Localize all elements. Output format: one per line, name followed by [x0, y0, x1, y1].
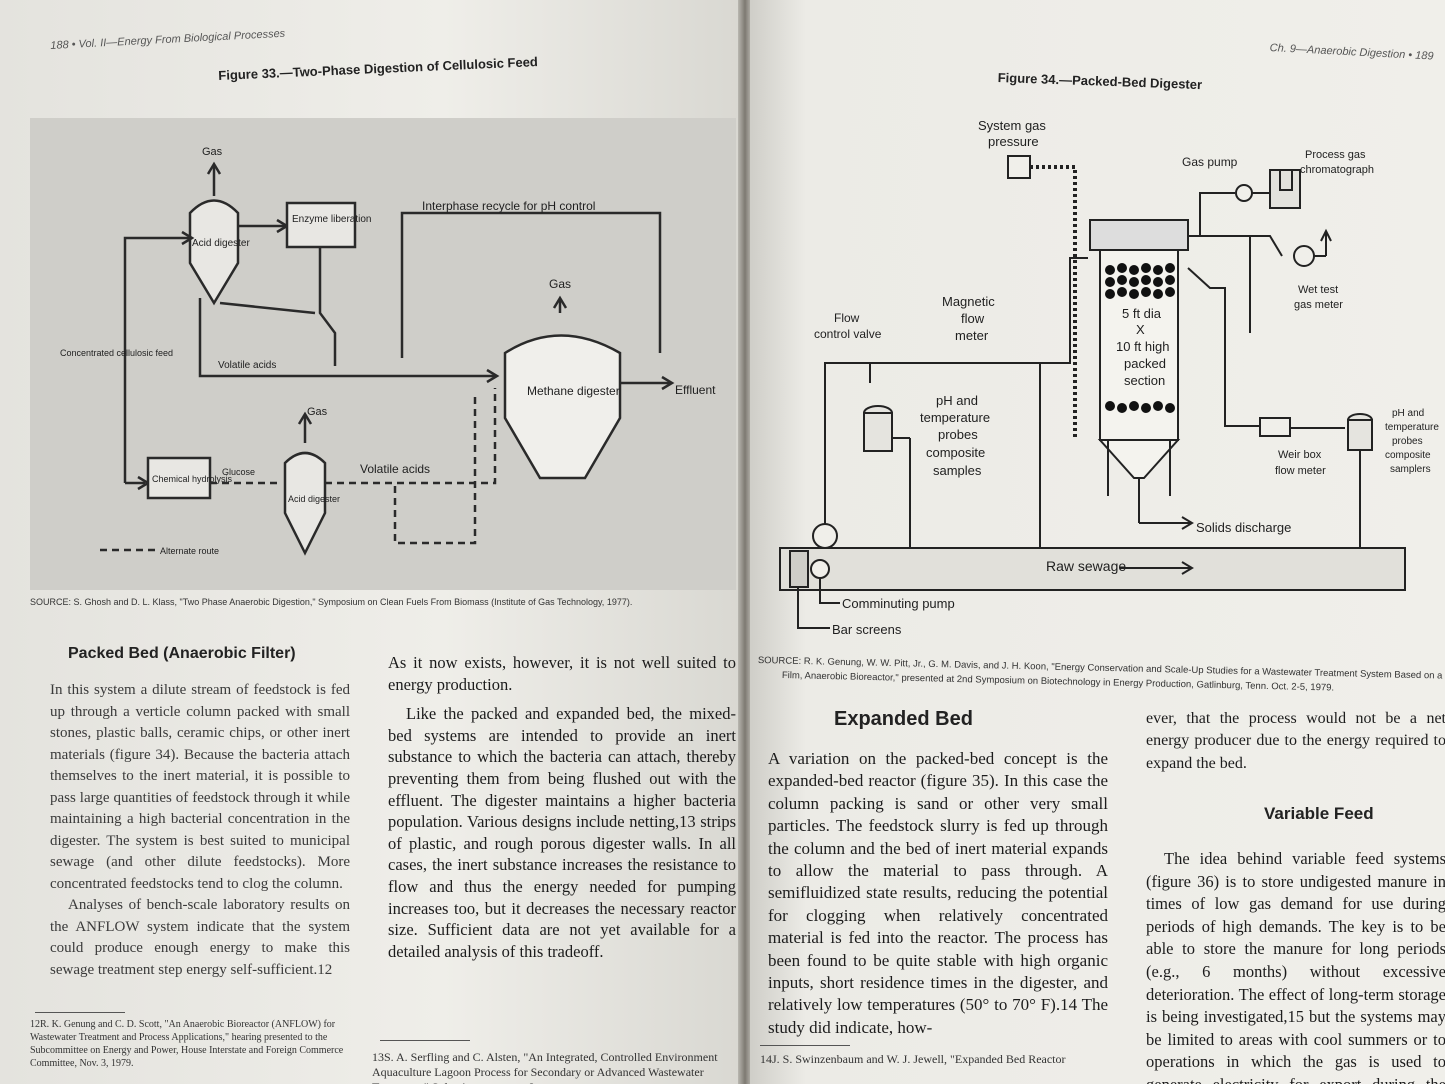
right-page: Ch. 9—Anaerobic Digestion • 189 Figure 3…: [750, 0, 1445, 1084]
diagram-label: Methane digester: [527, 384, 620, 398]
figure-34-title: Figure 34.—Packed-Bed Digester: [997, 70, 1203, 93]
footnote-rule: [380, 1040, 470, 1041]
diagram-label: packed: [1124, 356, 1166, 371]
paragraph: ever, that the process would not be a ne…: [1146, 710, 1445, 772]
diagram-label: gas meter: [1294, 299, 1343, 311]
diagram-label: Raw sewage: [1046, 558, 1126, 574]
diagram-label: composite: [926, 445, 985, 460]
diagram-label: flow: [961, 311, 985, 326]
book-gutter: [738, 0, 752, 1084]
diagram-label: Interphase recycle for pH control: [422, 199, 595, 213]
figure-33-source: SOURCE: S. Ghosh and D. L. Klass, "Two P…: [30, 597, 633, 607]
diagram-label: Volatile acids: [360, 462, 430, 476]
section-heading-variable-feed: Variable Feed: [1264, 804, 1374, 823]
left-column-1: In this system a dilute stream of feedst…: [50, 680, 350, 981]
diagram-label: Volatile acids: [218, 360, 276, 371]
left-footnote-12: 12R. K. Genung and C. D. Scott, "An Anae…: [30, 1019, 344, 1069]
diagram-label: Glucose: [222, 467, 255, 477]
left-page: 188 • Vol. II—Energy From Biological Pro…: [0, 0, 740, 1084]
diagram-label: Gas pump: [1182, 155, 1238, 169]
diagram-label: meter: [955, 328, 989, 343]
diagram-label: probes: [1392, 436, 1423, 447]
right-column-2-body: The idea behind variable feed systems (f…: [1146, 848, 1445, 1084]
diagram-label: 5 ft dia: [1122, 306, 1162, 321]
diagram-label: Gas: [202, 146, 223, 158]
diagram-label: Gas: [549, 277, 571, 291]
diagram-label: temperature: [1385, 422, 1439, 433]
paragraph: As it now exists, however, it is not wel…: [388, 653, 736, 694]
diagram-label: temperature: [920, 410, 990, 425]
diagram-label: Effluent: [675, 383, 716, 397]
paragraph: In this system a dilute stream of feedst…: [50, 682, 350, 892]
diagram-label: Enzyme liberation: [292, 214, 371, 225]
right-column-2: ever, that the process would not be a ne…: [1146, 708, 1445, 775]
diagram-label: Alternate route: [160, 546, 219, 556]
figure-34-diagram: System gas pressure Gas pump Process gas…: [770, 108, 1445, 648]
diagram-label: control valve: [814, 327, 882, 341]
diagram-label: pH and: [1392, 408, 1424, 419]
diagram-label: section: [1124, 373, 1165, 388]
diagram-label: Acid digester: [192, 238, 250, 249]
paragraph: Analyses of bench-scale laboratory resul…: [50, 897, 350, 978]
diagram-label: X: [1136, 322, 1145, 337]
footnote-rule: [760, 1045, 850, 1046]
diagram-label: Concentrated cellulosic feed: [60, 348, 173, 358]
diagram-label: 10 ft high: [1116, 339, 1170, 354]
section-heading-packed-bed: Packed Bed (Anaerobic Filter): [68, 645, 296, 662]
paragraph: The idea behind variable feed systems (f…: [1146, 849, 1445, 1084]
diagram-label: Flow: [834, 311, 860, 325]
left-running-head: 188 • Vol. II—Energy From Biological Pro…: [50, 27, 286, 52]
diagram-label: System gas: [978, 118, 1046, 133]
right-column-1: A variation on the packed-bed concept is…: [768, 748, 1108, 1039]
diagram-label: Wet test: [1298, 284, 1338, 296]
diagram-label: composite: [1385, 450, 1431, 461]
diagram-label: flow meter: [1275, 465, 1326, 477]
figure-33-diagram: Gas Acid digester Enzyme liberation Inte…: [30, 118, 736, 590]
diagram-label: samplers: [1390, 464, 1431, 475]
diagram-label: Solids discharge: [1196, 520, 1291, 535]
paragraph: A variation on the packed-bed concept is…: [768, 749, 1108, 1037]
paragraph: Like the packed and expanded bed, the mi…: [388, 704, 736, 961]
two-phase-digestion-svg: Gas Acid digester Enzyme liberation Inte…: [60, 146, 716, 556]
diagram-label: chromatograph: [1300, 164, 1374, 176]
diagram-label: samples: [933, 463, 982, 478]
diagram-label: Magnetic: [942, 294, 995, 309]
diagram-label: Process gas: [1305, 149, 1366, 161]
diagram-label: Comminuting pump: [842, 596, 955, 611]
section-heading-expanded-bed: Expanded Bed: [834, 708, 973, 730]
left-footnote-13: 13S. A. Serfling and C. Alsten, "An Inte…: [372, 1050, 718, 1084]
packed-bed-digester-svg: System gas pressure Gas pump Process gas…: [779, 118, 1439, 637]
diagram-label: Weir box: [1278, 449, 1322, 461]
right-footnote-14: 14J. S. Swinzenbaum and W. J. Jewell, "E…: [760, 1052, 1066, 1066]
diagram-label: Acid digester: [288, 494, 340, 504]
diagram-label: pressure: [988, 134, 1039, 149]
figure-33-title: Figure 33.—Two-Phase Digestion of Cellul…: [218, 54, 539, 83]
right-running-head: Ch. 9—Anaerobic Digestion • 189: [1269, 42, 1434, 63]
diagram-label: Chemical hydrolysis: [152, 474, 233, 484]
footnote-rule: [35, 1012, 125, 1013]
diagram-label: pH and: [936, 393, 978, 408]
left-column-2: As it now exists, however, it is not wel…: [388, 652, 736, 962]
diagram-label: Bar screens: [832, 622, 902, 637]
diagram-label: Gas: [307, 406, 328, 418]
diagram-label: probes: [938, 427, 978, 442]
